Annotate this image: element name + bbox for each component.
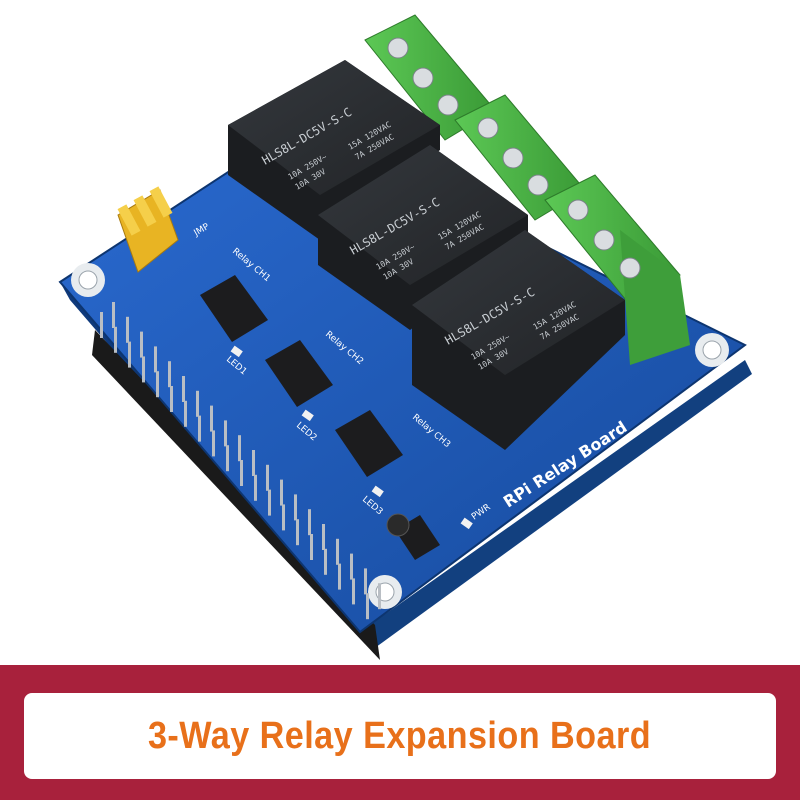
- relay-1: HLS8L-DC5V-S-C 10A 250V~ 10A 30V 15A 120…: [228, 60, 440, 240]
- gpio-pins: [100, 302, 381, 620]
- driver-ics: [200, 275, 440, 560]
- gpio-pin: [226, 445, 229, 472]
- gpio-pin: [282, 504, 285, 531]
- gpio-pin: [198, 415, 201, 442]
- gpio-pin: [184, 400, 187, 427]
- gpio-pin: [364, 568, 367, 595]
- gpio-pin: [310, 534, 313, 560]
- gpio-pin: [196, 390, 199, 417]
- gpio-pin: [126, 316, 129, 343]
- gpio-pin: [156, 371, 159, 398]
- gpio-pin: [112, 302, 115, 328]
- gpio-pin: [366, 593, 369, 620]
- gpio-pin: [238, 435, 241, 462]
- gpio-pin: [224, 420, 227, 447]
- gpio-pin: [154, 346, 157, 373]
- gpio-pin: [266, 464, 269, 491]
- caption-banner: 3-Way Relay Expansion Board: [0, 665, 800, 800]
- gpio-pin: [268, 489, 271, 516]
- gpio-pin: [350, 553, 353, 580]
- relay-board-illustration: HLS8L-DC5V-S-C 10A 250V~ 10A 30V 15A 120…: [58, 14, 752, 660]
- gpio-header-base: [92, 330, 380, 660]
- gpio-pin: [140, 331, 143, 358]
- gpio-pin: [336, 538, 339, 565]
- gpio-pin: [322, 524, 325, 550]
- gpio-pin: [210, 405, 213, 432]
- relay-3: HLS8L-DC5V-S-C 10A 250V~ 10A 30V 15A 120…: [412, 230, 625, 450]
- relay-2: HLS8L-DC5V-S-C 10A 250V~ 10A 30V 15A 120…: [318, 145, 528, 330]
- gpio-pin: [100, 312, 103, 338]
- mounting-holes: [71, 263, 729, 609]
- pcb-board: [58, 123, 747, 634]
- gpio-pin: [254, 474, 257, 501]
- gpio-pin: [240, 460, 243, 486]
- gpio-pin: [170, 386, 173, 412]
- gpio-pin: [280, 479, 283, 506]
- gpio-pin: [128, 341, 131, 368]
- product-photo: HLS8L-DC5V-S-C 10A 250V~ 10A 30V 15A 120…: [58, 14, 752, 660]
- gpio-pin: [338, 563, 341, 590]
- gpio-pin: [308, 509, 311, 536]
- gpio-pin: [294, 494, 297, 521]
- gpio-pin: [324, 548, 327, 575]
- gpio-pin: [212, 430, 215, 457]
- gpio-pin: [378, 583, 381, 610]
- caption-panel: 3-Way Relay Expansion Board: [24, 693, 776, 779]
- gpio-pin: [168, 361, 171, 388]
- screw-terminals: [364, 14, 690, 365]
- pcb-edge-right: [360, 360, 752, 650]
- gpio-pin: [296, 519, 299, 546]
- status-leds: [230, 345, 473, 530]
- gpio-pin: [252, 450, 255, 476]
- gpio-pin: [142, 356, 145, 383]
- gpio-pin: [182, 376, 185, 402]
- jumper-block: [117, 186, 179, 273]
- gpio-pin: [114, 326, 117, 353]
- gpio-pin: [352, 578, 355, 605]
- product-caption: 3-Way Relay Expansion Board: [148, 714, 652, 757]
